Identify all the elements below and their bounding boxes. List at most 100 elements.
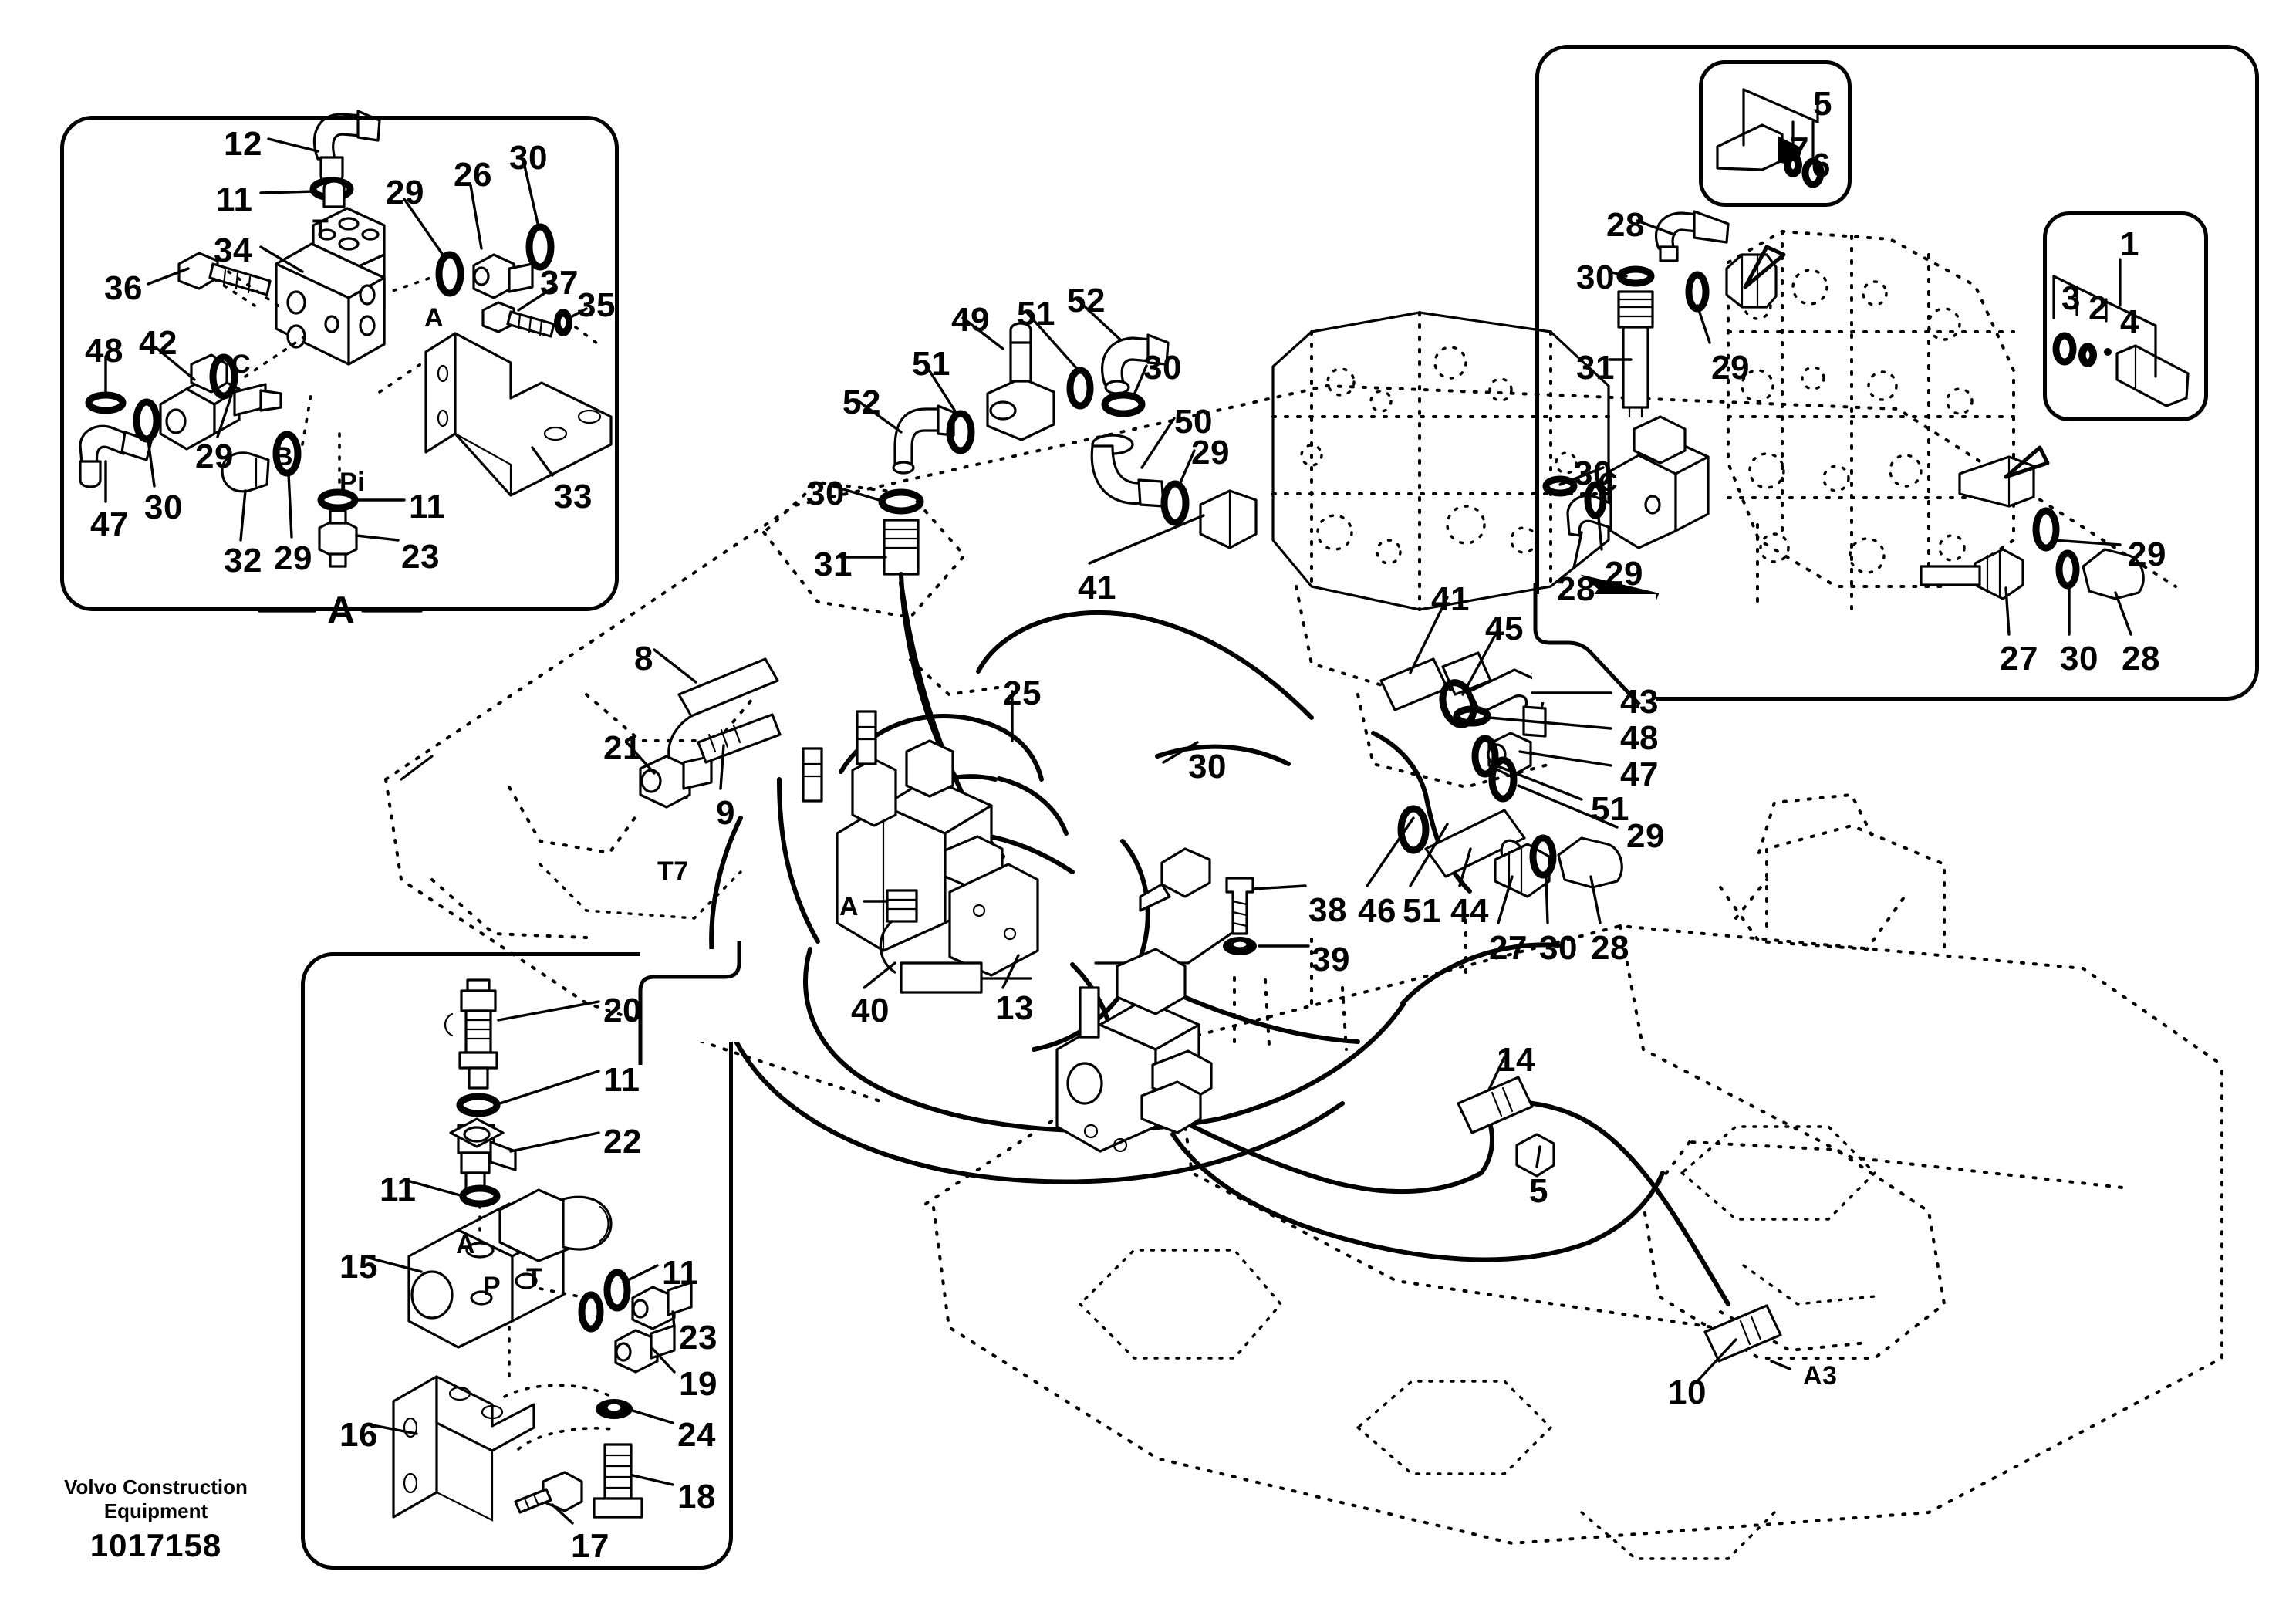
label-11-b3: 11 [662, 1254, 699, 1292]
label-52-a: 52 [1067, 282, 1106, 319]
port-label-main-a3: A3 [1803, 1361, 1838, 1391]
label-30-c2: 30 [1574, 454, 1612, 492]
label-6-bubble: 6 [1811, 147, 1831, 184]
detail-a-artwork [79, 110, 613, 613]
label-32: 32 [224, 542, 262, 580]
main-fittings [639, 322, 1782, 1363]
port-label-pi: Pi [339, 468, 366, 497]
label-47-m: 47 [1620, 755, 1659, 793]
label-14: 14 [1497, 1041, 1535, 1079]
label-29-c2: 29 [1605, 555, 1643, 593]
detail-bubble-right [2043, 211, 2208, 421]
label-30-b: 30 [144, 488, 183, 526]
label-22: 22 [603, 1123, 642, 1161]
label-8: 8 [634, 640, 653, 678]
label-48-m: 48 [1620, 719, 1659, 757]
label-19: 19 [679, 1365, 718, 1403]
port-label-b-t: T [526, 1263, 543, 1293]
label-29-c: 29 [274, 539, 312, 577]
label-16: 16 [339, 1416, 378, 1454]
label-31-m: 31 [814, 546, 853, 583]
label-2-bubble: 2 [2088, 289, 2108, 327]
port-label-main-a: A [839, 892, 859, 921]
brand-line-1: Volvo Construction [64, 1475, 248, 1499]
label-29-c1: 29 [1711, 349, 1750, 387]
label-9: 9 [716, 794, 735, 832]
label-30-c1: 30 [1576, 259, 1615, 296]
label-30-m1: 30 [1143, 349, 1182, 387]
label-29-c3: 29 [2128, 536, 2166, 573]
port-label-b-p: P [483, 1272, 501, 1301]
label-50: 50 [1174, 403, 1213, 441]
label-23-a: 23 [401, 538, 440, 576]
label-11-b1: 11 [603, 1061, 640, 1099]
label-15: 15 [339, 1248, 378, 1286]
label-41-b: 41 [1431, 580, 1470, 618]
label-30-a: 30 [509, 139, 548, 177]
label-10: 10 [1668, 1374, 1707, 1411]
label-17: 17 [571, 1527, 609, 1565]
detail-box-b [301, 952, 733, 1570]
label-30-m2: 30 [806, 475, 845, 512]
port-label-c-c: C [1599, 468, 1619, 497]
label-34: 34 [214, 231, 252, 269]
label-48-a: 48 [85, 332, 123, 370]
label-11-t: 11 [216, 181, 253, 218]
label-51-c: 51 [1591, 790, 1629, 828]
label-47-a: 47 [90, 505, 129, 543]
detail-bubble-top [1699, 60, 1852, 207]
footer-logo-block: Volvo Construction Equipment 1017158 [56, 1475, 256, 1564]
label-4-bubble: 4 [2120, 303, 2139, 341]
detail-box-a [60, 116, 619, 611]
port-label-main-t7: T7 [657, 857, 689, 886]
port-label-a: A [424, 303, 444, 333]
main-control-valve-phantom [1271, 311, 1610, 789]
label-28-c3: 28 [2122, 640, 2160, 678]
label-28-m: 28 [1591, 929, 1629, 967]
label-33: 33 [554, 478, 593, 515]
label-18: 18 [677, 1478, 716, 1516]
label-38: 38 [1308, 891, 1347, 929]
label-29-m1: 29 [1191, 434, 1230, 471]
label-28-c2: 28 [1557, 570, 1595, 608]
port-label-c: C [231, 350, 252, 379]
label-30-m4: 30 [1539, 929, 1578, 967]
label-28-c1: 28 [1606, 206, 1645, 244]
label-51-b: 51 [912, 345, 950, 383]
brand-line-2: Equipment [103, 1499, 208, 1522]
label-30-m3: 30 [1188, 748, 1227, 786]
detail-box-b-notch [638, 941, 741, 1065]
label-26: 26 [454, 156, 492, 194]
label-29-m2: 29 [1626, 817, 1665, 855]
label-1-bubble: 1 [2120, 225, 2139, 263]
label-51-a: 51 [1017, 295, 1055, 333]
label-3-bubble: 3 [2061, 279, 2081, 317]
label-43: 43 [1620, 683, 1659, 721]
label-5-main: 5 [1529, 1172, 1548, 1210]
document-number: 1017158 [89, 1527, 222, 1564]
port-label-b-a: A [456, 1230, 476, 1259]
label-30-c3: 30 [2060, 640, 2098, 678]
label-7-bubble: 7 [1790, 130, 1809, 168]
label-25: 25 [1003, 674, 1042, 712]
label-5-bubble: 5 [1813, 85, 1832, 123]
port-label-b: B [274, 442, 294, 471]
detail-box-c-notch-mask [1532, 594, 1656, 702]
label-11-pi: 11 [409, 488, 446, 525]
label-36: 36 [104, 269, 143, 307]
label-12: 12 [224, 125, 262, 163]
detail-b-artwork [392, 978, 693, 1522]
label-37: 37 [540, 264, 579, 302]
label-27-m: 27 [1489, 929, 1528, 967]
label-29-a: 29 [386, 174, 424, 211]
detail-box-c [1535, 45, 2259, 701]
label-13: 13 [995, 989, 1034, 1027]
label-24: 24 [677, 1416, 716, 1454]
label-51-d: 51 [1403, 892, 1441, 930]
label-31-c: 31 [1576, 349, 1615, 387]
label-49: 49 [951, 301, 990, 339]
label-41-a: 41 [1078, 569, 1116, 607]
